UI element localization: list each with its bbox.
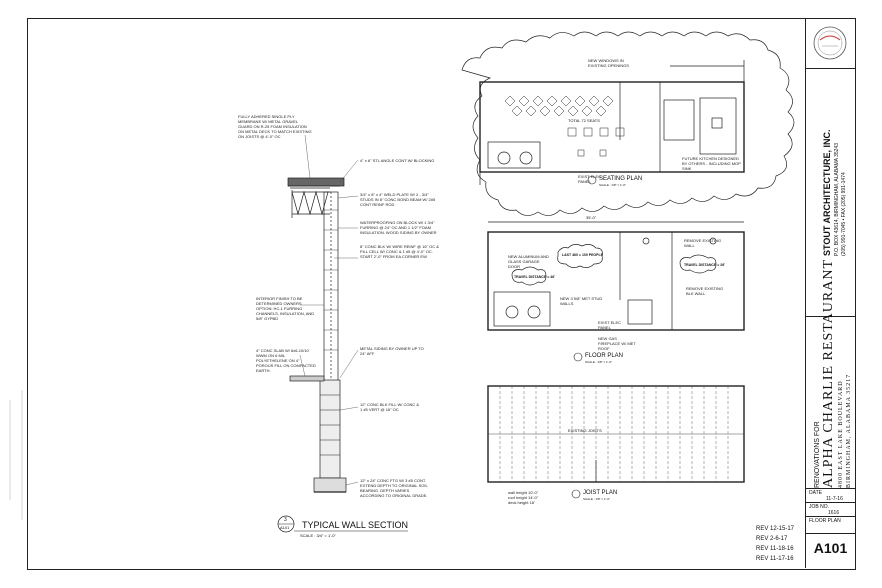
joist-note-deck-height: deck height 18' <box>508 500 535 505</box>
floor-plan <box>487 221 745 331</box>
joist-note-roof-height: roof height 14'-0" <box>508 495 539 500</box>
plan-title-markers <box>571 175 597 499</box>
seating-plan-title: SEATING PLAN <box>599 176 643 182</box>
floor-note-stud-walls: NEW 3 5/8" MET STUD WALLS <box>560 296 603 306</box>
floor-note-remove-wall: REMOVE EXISTING WALL <box>684 238 722 248</box>
floor-plan-scale: SCALE : 1/8" = 1'-0" <box>585 360 612 364</box>
note-metal-siding: METAL SIDING BY OWNER UP TO 24" AFF <box>360 346 424 356</box>
travel-cloud-a <box>511 266 547 286</box>
floor-note-fireplace: NEW GAS FIREPLACE W/ MET ROOF <box>598 336 636 351</box>
seating-plan-scale: SCALE : 1/8" = 1'-0" <box>599 183 626 187</box>
project-city: BIRMINGHAM, ALABAMA 35217 <box>846 373 852 488</box>
seating-total-seats: TOTAL 72 SEATS <box>568 118 600 123</box>
revision-cloud <box>461 31 795 216</box>
floor-note-panel: EXIST ELEC PANEL <box>598 320 622 330</box>
renovations-for: RENOVATIONS FOR <box>814 421 821 488</box>
revision-3: REV 11-18-16 <box>756 546 794 552</box>
wall-section-title: TYPICAL WALL SECTION <box>302 520 409 530</box>
note-slab: 4" CONC SLAB W/ 6x6-10/10 WWM ON 6 MIL P… <box>256 348 316 373</box>
travel-distance-b: TRAVEL DISTANCE = 26' <box>684 263 725 267</box>
sheet-number: A101 <box>813 540 848 556</box>
sheet-border <box>27 18 856 570</box>
note-weld-plate: 3/4" x 8" x 4" WELD PLATE W/ 2 - 3/4" ST… <box>360 192 436 207</box>
title-block: STOUT ARCHITECTURE, INC. P.O. BOX 43614,… <box>805 18 855 568</box>
architect-seal <box>813 26 847 60</box>
joist-note-wall-height: wall height 10'-0" <box>508 490 539 495</box>
section-marker <box>277 515 408 533</box>
occupancy-cloud <box>557 244 603 268</box>
revision-4: REV 11-17-16 <box>756 556 794 562</box>
section-number: 3 <box>284 517 287 523</box>
seating-note-windows: NEW WINDOWS IN EXISTING OPENINGS <box>588 58 629 68</box>
floor-dim-top: 35'-0" <box>586 215 597 220</box>
note-conc-blk: 12" CONC BLK FILL W/ CONC & 1 #5 VERT @ … <box>360 402 420 412</box>
joist-plan-scale: SCALE : 1/8" = 1'-0" <box>583 497 610 501</box>
travel-cloud-b <box>679 254 717 274</box>
note-angle: 4" x 6" STL ANGLE CONT W/ BLOCKING <box>360 158 435 163</box>
seating-plan <box>479 60 745 185</box>
project-name: ALPHA CHARLIE RESTAURANT <box>821 259 836 488</box>
date-label: DATE <box>809 490 822 496</box>
revision-1: REV 12-15-17 <box>756 526 795 532</box>
floor-plan-title: FLOOR PLAN <box>585 353 624 359</box>
existing-joists-label: EXISTING JOISTS <box>568 428 602 433</box>
firm-contact: (205) 991-7045 • FAX (205) 991-1474 <box>841 172 847 256</box>
note-blk-wall: 8" CONC BLK W/ WIRE REINF @ 16" OC & FIL… <box>360 244 439 259</box>
job-value: 1616 <box>828 510 840 516</box>
note-waterproofing: WATERPROOFING ON BLOCK W/ 1 3/4" FURRING… <box>360 220 437 235</box>
joist-plan-title: JOIST PLAN <box>583 490 618 496</box>
joist-plan <box>487 385 745 483</box>
note-interior-finish: INTERIOR FINISH TO BE DETERMINED OWNERS … <box>256 296 315 321</box>
note-footing: 12" x 24" CONC FTG W/ 3 #5 CONT. EXTEND … <box>360 478 428 498</box>
seating-note-panel: EXIST ELEC PANEL <box>578 174 602 184</box>
edge-marks <box>9 390 23 520</box>
job-label: JOB NO. <box>809 504 830 510</box>
wall-section-scale: SCALE : 3/4" = 1'-0" <box>300 533 336 538</box>
section-sheet-ref: A101 <box>280 525 290 530</box>
floor-note-remove-blk: REMOVE EXISTING BLK WALL <box>686 286 724 296</box>
revision-2: REV 2-6-17 <box>756 536 788 542</box>
seating-note-kitchen: FUTURE KITCHEN DESIGNED BY OTHERS - INCL… <box>682 156 741 171</box>
sheet-title: FLOOR PLAN <box>809 518 841 524</box>
note-leaders <box>299 134 359 486</box>
occupancy-callout: LAST 460 = 100 PEOPLE <box>562 253 603 257</box>
travel-distance-a: TRAVEL DISTANCE = 46' <box>514 275 555 279</box>
wall-section-drawing <box>287 177 347 493</box>
firm-address: P.O. BOX 43614, BIRMINGHAM, ALABAMA 3524… <box>834 142 840 256</box>
date-value: 11-7-16 <box>826 496 843 502</box>
firm-name: STOUT ARCHITECTURE, INC. <box>822 129 832 256</box>
floor-note-garage-door: NEW ALUMINUM AND GLASS GARAGE DOOR <box>508 254 549 269</box>
project-address: 4800 EAST LAKE BOULEVARD <box>838 380 844 488</box>
note-roof: FULLY ADHERED SINGLE PLY MEMBRANE W/ MET… <box>238 114 312 139</box>
